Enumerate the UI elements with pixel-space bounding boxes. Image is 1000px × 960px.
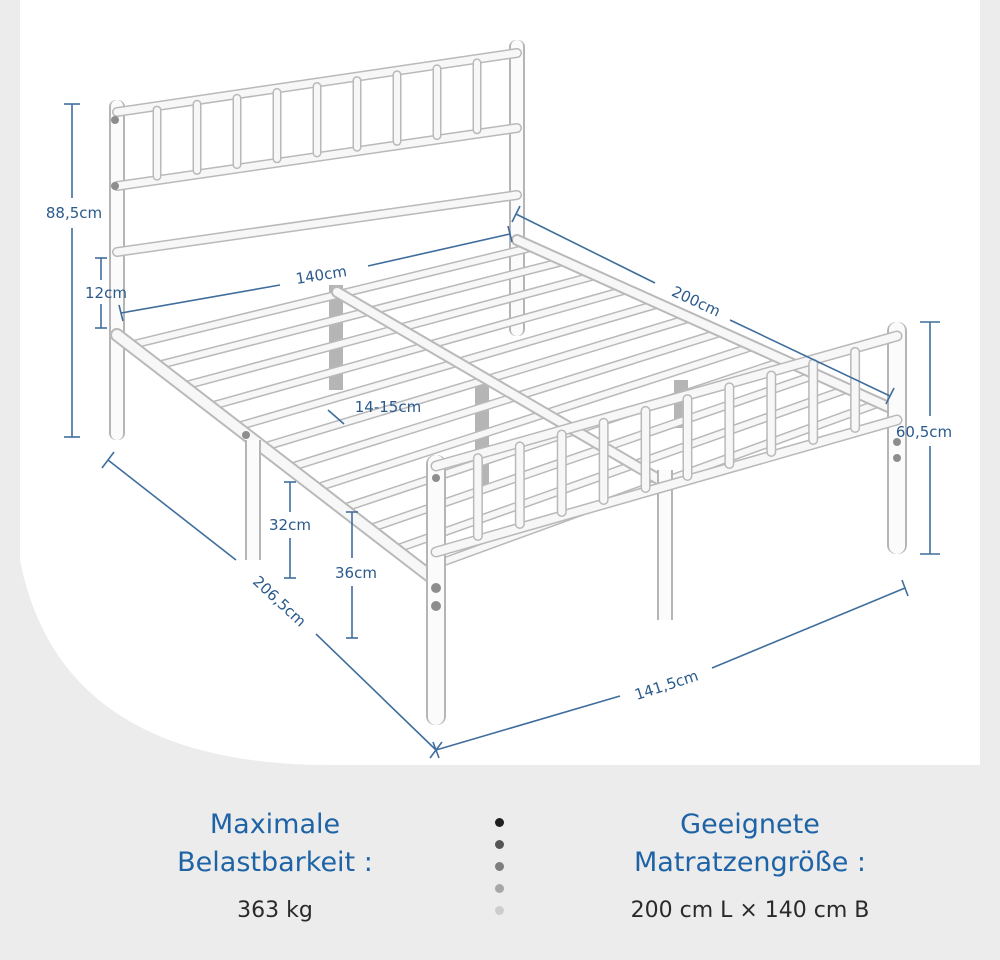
- bed-slat: [259, 314, 694, 451]
- divider-dot: [495, 884, 504, 893]
- bed-slat: [127, 244, 536, 349]
- divider-dot: [495, 818, 504, 827]
- dim-clearance-rail: 32cm: [269, 516, 311, 534]
- bed-slat: [180, 272, 599, 390]
- load-capacity-title-line2: Belastbarkeit :: [177, 847, 373, 878]
- load-capacity-block: Maximale Belastbarkeit : 363 kg: [110, 806, 440, 923]
- bed-slat: [206, 286, 631, 410]
- dim-headboard-gap: 12cm: [85, 284, 127, 302]
- mattress-size-title-line1: Geeignete: [680, 809, 820, 840]
- load-capacity-title-line1: Maximale: [209, 809, 341, 840]
- load-capacity-value: 363 kg: [237, 898, 313, 923]
- mattress-size-title-line2: Matratzengröße :: [633, 847, 867, 878]
- dim-headboard-height: 88,5cm: [46, 204, 102, 222]
- mattress-size-value: 200 cm L × 140 cm B: [630, 898, 870, 923]
- divider-dot: [495, 840, 504, 849]
- dim-footboard-height: 60,5cm: [896, 423, 952, 441]
- dim-slat-gap: 14-15cm: [355, 398, 421, 416]
- bed-slat: [233, 300, 662, 430]
- bed-slat: [153, 258, 568, 369]
- mattress-size-block: Geeignete Matratzengröße : 200 cm L × 14…: [560, 806, 940, 923]
- bed-frame-drawing: [109, 40, 907, 725]
- divider-dot: [495, 862, 504, 871]
- bed-slat: [286, 329, 725, 471]
- divider-dot: [495, 906, 504, 915]
- dimension-lines: [64, 103, 940, 759]
- bed-slat: [312, 343, 757, 492]
- dim-clearance-slats: 36cm: [335, 564, 377, 582]
